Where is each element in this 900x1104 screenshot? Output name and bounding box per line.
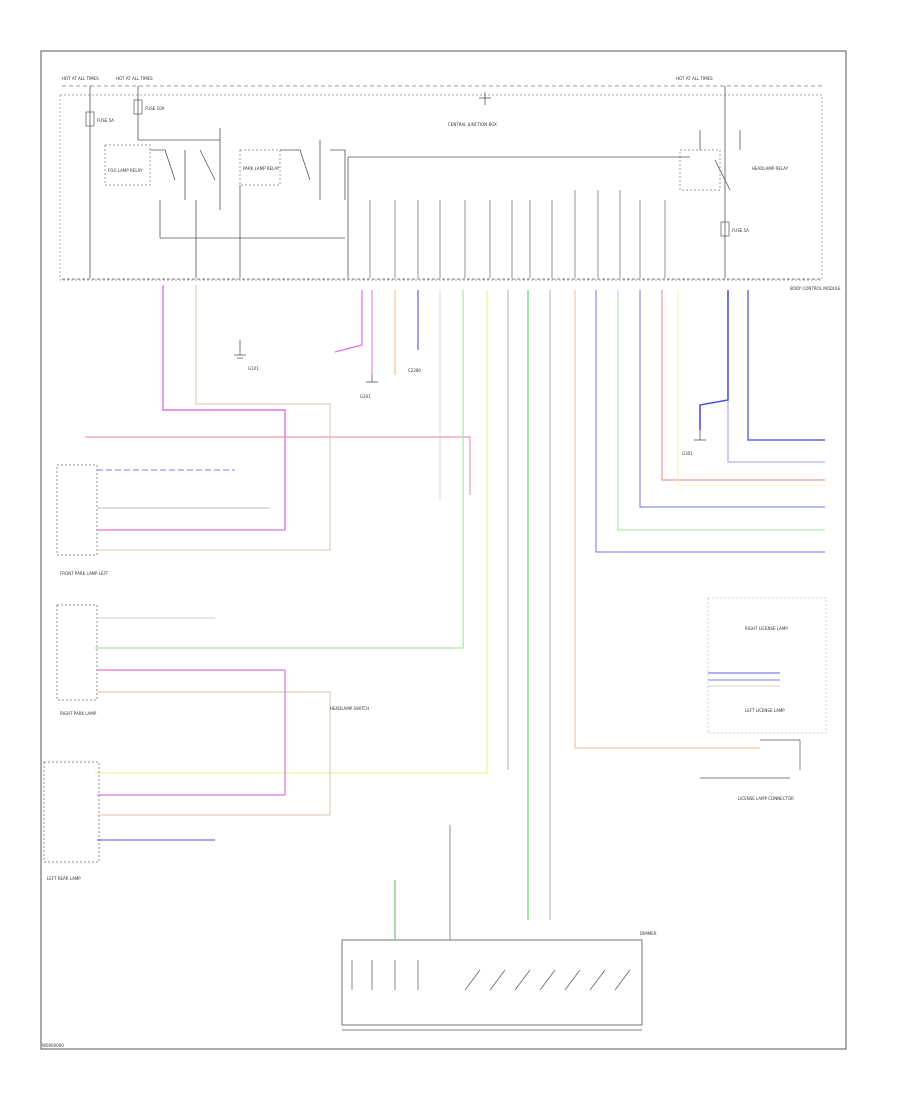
- wire-red-1: [85, 436, 471, 495]
- ground-2: [366, 375, 378, 383]
- fuse-3-symbol: [720, 221, 730, 237]
- wire-blue-3: [639, 290, 825, 508]
- wire-orange-2: [574, 290, 760, 749]
- ground-2-label: G201: [360, 394, 371, 399]
- relay-left-label: FOG LAMP RELAY: [108, 168, 143, 173]
- relay-left: [104, 144, 151, 186]
- wire-pink-1: [162, 285, 286, 530]
- license-lamp-group: [707, 597, 827, 734]
- left-license-label: LEFT LICENSE LAMP: [745, 708, 785, 713]
- wire-pink-2: [334, 290, 363, 353]
- ground-3-label: G301: [682, 451, 693, 456]
- wire-blue-4: [747, 290, 825, 441]
- right-lamp-label: RIGHT PARK LAMP: [60, 711, 97, 716]
- diagram-frame: [40, 50, 847, 1050]
- wire-green-1: [95, 290, 464, 649]
- central-module-label: CENTRAL JUNCTION BOX: [448, 122, 497, 127]
- front-left-lamp-label: FRONT PARK LAMP LEFT: [60, 571, 109, 576]
- dimmer-label: DIMMER: [640, 931, 657, 936]
- wire-red-2: [661, 290, 825, 481]
- bottom-switch-assembly: [341, 939, 643, 1026]
- rear-left-lamp-box: [43, 761, 100, 863]
- wire-blue-5: [699, 290, 729, 430]
- fuse-3-label: FUSE 5A: [732, 228, 749, 233]
- fuse-1-label: FUSE 5A: [97, 118, 114, 123]
- wire-blue-2: [595, 290, 825, 553]
- rear-left-lamp-label: LEFT REAR LAMP: [47, 876, 81, 881]
- right-license-label: RIGHT LICENSE LAMP: [745, 626, 788, 631]
- switch-block-label: HEADLAMP SWITCH: [330, 706, 369, 711]
- relay-mid: [239, 149, 281, 186]
- wire-yellow-2: [677, 290, 825, 486]
- bus-label-right: HOT AT ALL TIMES: [676, 76, 713, 81]
- wire-tan-1: [195, 285, 331, 550]
- front-left-lamp-box: [56, 464, 98, 556]
- fuse-2-label: FUSE 10A: [145, 106, 165, 111]
- relay-right-label: HEADLAMP RELAY: [752, 166, 789, 171]
- module-connector-label: C2280: [408, 368, 421, 373]
- right-lamp-box: [56, 604, 98, 701]
- bus-label-left-1: HOT AT ALL TIMES: [62, 76, 99, 81]
- fuse-2-symbol: [133, 99, 143, 115]
- ground-1: [234, 340, 246, 359]
- central-junction-box: [59, 94, 823, 281]
- bus-label-left-2: HOT AT ALL TIMES: [116, 76, 153, 81]
- footer-code: W0000000: [42, 1043, 64, 1048]
- module-pin-stubs: [369, 190, 666, 278]
- wire-yellow-1: [95, 290, 488, 774]
- wire-green-3: [617, 290, 825, 531]
- fuse-1-symbol: [85, 111, 95, 127]
- body-module-label: BODY CONTROL MODULE: [790, 286, 841, 291]
- license-connector-label: LICENSE LAMP CONNECTOR: [738, 796, 794, 801]
- ground-1-label: G101: [248, 366, 259, 371]
- ground-3: [694, 430, 706, 441]
- relay-right: [679, 149, 721, 191]
- relay-mid-label: PARK LAMP RELAY: [243, 166, 280, 171]
- wire-blue-6: [727, 400, 825, 463]
- bottom-switches: [351, 960, 631, 991]
